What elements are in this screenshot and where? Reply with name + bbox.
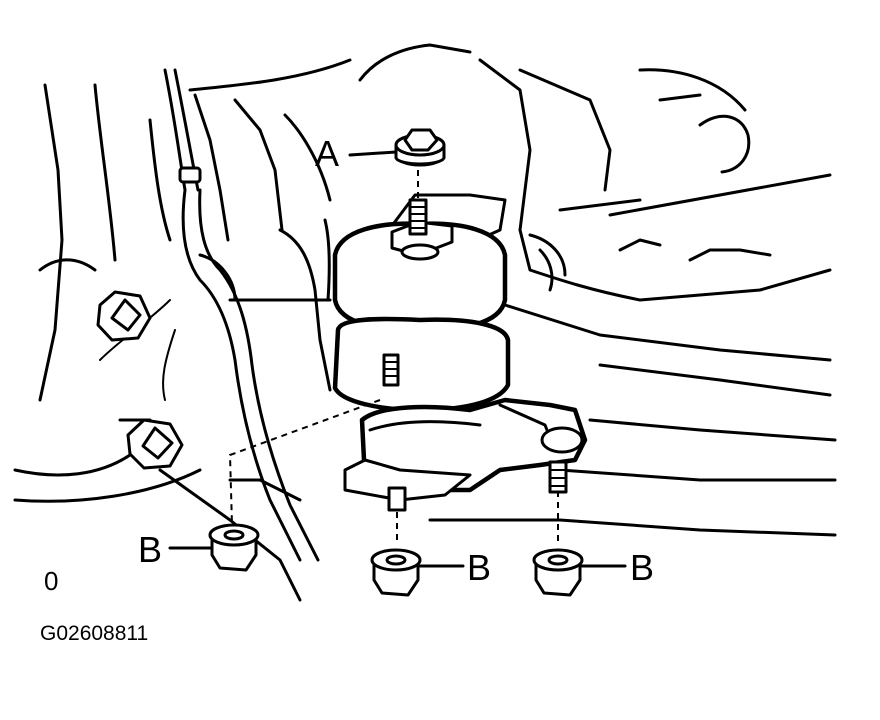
leader-lines-b bbox=[168, 546, 627, 568]
callout-a-label: A bbox=[315, 133, 340, 174]
engine-mount bbox=[332, 193, 588, 502]
nut-b-right bbox=[532, 548, 584, 597]
nut-a bbox=[394, 128, 446, 167]
lower-studs bbox=[387, 460, 568, 512]
frame-bolt-upper bbox=[96, 290, 152, 342]
figure-code: G02608811 bbox=[40, 622, 149, 645]
callout-b-left-label: B bbox=[138, 529, 163, 570]
nut-b-center bbox=[370, 548, 422, 597]
cable bbox=[163, 68, 320, 562]
leader-line-a bbox=[348, 150, 398, 157]
top-stud bbox=[408, 198, 428, 236]
nut-b-left bbox=[208, 523, 260, 572]
frame-bolt-lower bbox=[126, 418, 184, 470]
background-structure bbox=[13, 43, 837, 602]
callout-b-center-label: B bbox=[467, 547, 492, 588]
callout-b-right-label: B bbox=[630, 547, 655, 588]
corner-mark: 0 bbox=[44, 566, 59, 596]
stud-guide-lines-b bbox=[228, 399, 559, 545]
